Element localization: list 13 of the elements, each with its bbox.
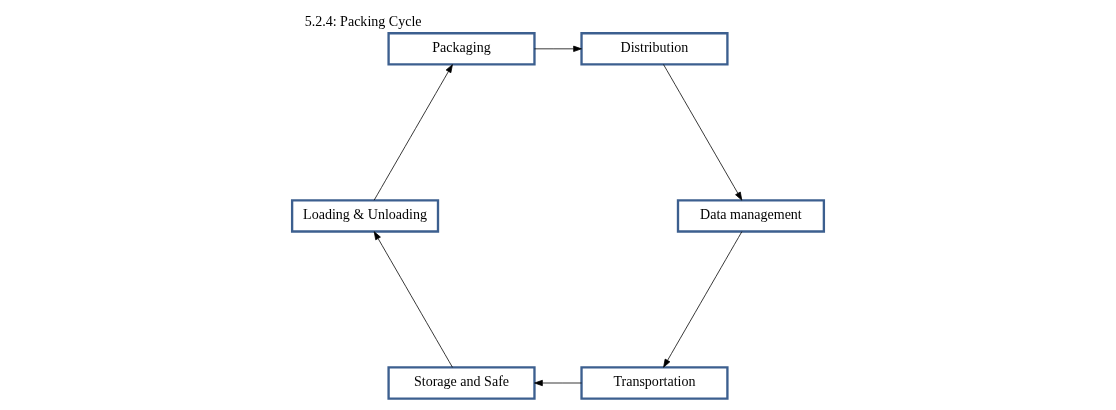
- node-box: Distribution: [580, 32, 729, 66]
- diagram-title: 5.2.4: Packing Cycle: [304, 12, 422, 29]
- arrow: [663, 231, 743, 368]
- arrow: [663, 64, 743, 201]
- node-box: Data management: [676, 199, 826, 233]
- node-box: Storage and Safe: [387, 366, 536, 400]
- arrow: [534, 45, 582, 52]
- node-box: Packaging: [387, 32, 536, 66]
- arrow: [373, 64, 453, 201]
- node-box: Transportation: [580, 366, 729, 400]
- arrow: [373, 231, 453, 368]
- arrow: [534, 379, 582, 387]
- node-box: Loading & Unloading: [290, 199, 440, 233]
